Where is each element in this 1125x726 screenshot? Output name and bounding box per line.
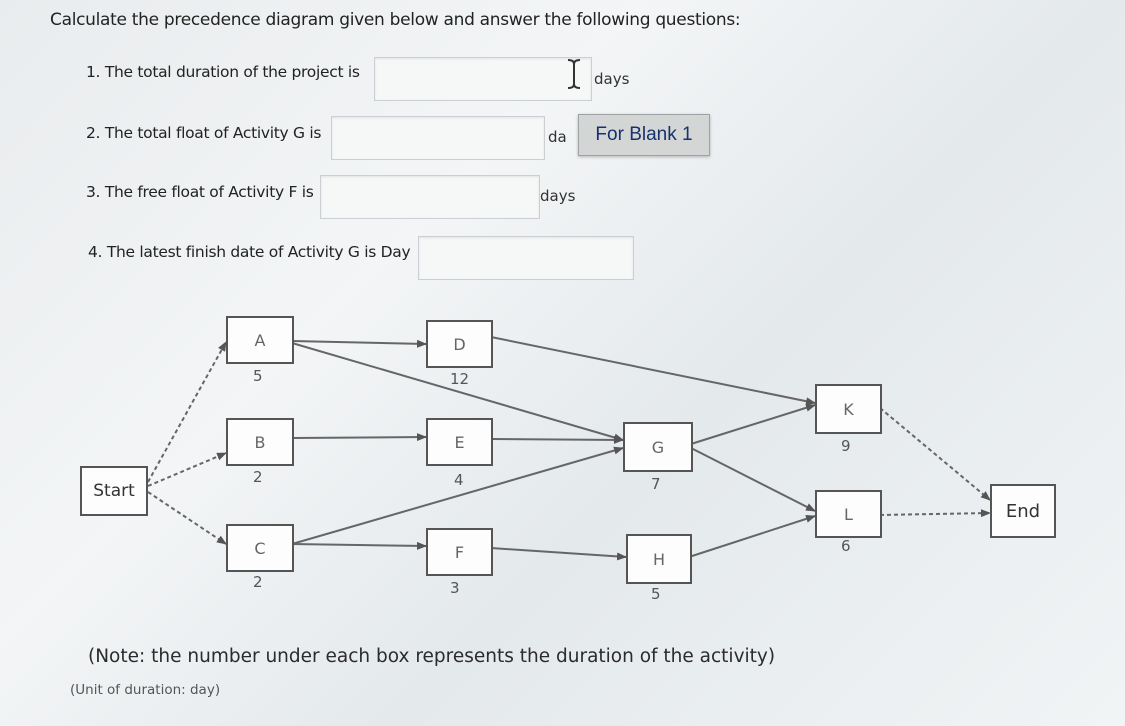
arrow-l-end (879, 509, 991, 518)
arrow-g-l (690, 447, 816, 512)
activity-b-node: B (226, 418, 294, 466)
question-1-text: 1. The total duration of the project is (86, 63, 360, 81)
answer-3-input[interactable] (320, 175, 540, 219)
activity-l-node: L (815, 490, 882, 538)
answer-4-input[interactable] (418, 236, 634, 280)
activity-c-node: C (226, 524, 294, 572)
activity-l-duration: 6 (841, 537, 851, 555)
question-4-text: 4. The latest finish date of Activity G … (88, 243, 411, 261)
unit-note: (Unit of duration: day) (70, 682, 221, 698)
blank-tooltip: For Blank 1 (578, 114, 710, 156)
activity-a-duration: 5 (253, 367, 263, 385)
arrow-a-g (291, 342, 624, 442)
activity-h-duration: 5 (651, 585, 661, 603)
answer-2-unit: da (548, 128, 567, 146)
question-3-text: 3. The free float of Activity F is (86, 183, 314, 201)
arrow-start-b (147, 452, 227, 487)
activity-d-duration: 12 (450, 370, 470, 388)
answer-1-input[interactable] (374, 57, 592, 101)
arrow-c-g (291, 446, 624, 545)
arrow-k-end (879, 407, 991, 501)
activity-b-duration: 2 (253, 468, 263, 486)
arrow-start-a (147, 341, 227, 483)
activity-e-duration: 4 (454, 471, 464, 489)
arrow-start-c (147, 491, 227, 545)
activity-h-node: H (626, 534, 692, 584)
activity-g-duration: 7 (651, 475, 661, 493)
arrow-a-d (291, 339, 427, 348)
arrow-g-k (690, 403, 816, 445)
activity-c-duration: 2 (253, 573, 263, 591)
arrow-c-f (291, 541, 427, 550)
arrow-e-g (490, 435, 624, 444)
arrow-f-h (490, 547, 627, 561)
duration-note: (Note: the number under each box represe… (88, 646, 776, 667)
activity-e-node: E (426, 418, 493, 466)
arrow-h-l (688, 514, 816, 558)
answer-2-input[interactable] (331, 116, 545, 160)
answer-1-unit: days (594, 70, 630, 88)
activity-g-node: G (623, 422, 693, 472)
activity-k-node: K (815, 384, 882, 434)
activity-f-duration: 3 (450, 579, 460, 597)
question-2-text: 2. The total float of Activity G is (86, 124, 322, 142)
activity-f-node: F (426, 528, 493, 576)
arrow-b-e (291, 433, 427, 442)
answer-3-unit: days (540, 187, 576, 205)
page-title: Calculate the precedence diagram given b… (50, 10, 741, 30)
text-cursor-icon (567, 59, 581, 89)
activity-a-node: A (226, 316, 294, 364)
start-node: Start (80, 466, 148, 516)
end-node: End (990, 484, 1056, 538)
arrow-d-k (490, 336, 816, 406)
activity-d-node: D (426, 320, 493, 368)
activity-k-duration: 9 (841, 437, 851, 455)
